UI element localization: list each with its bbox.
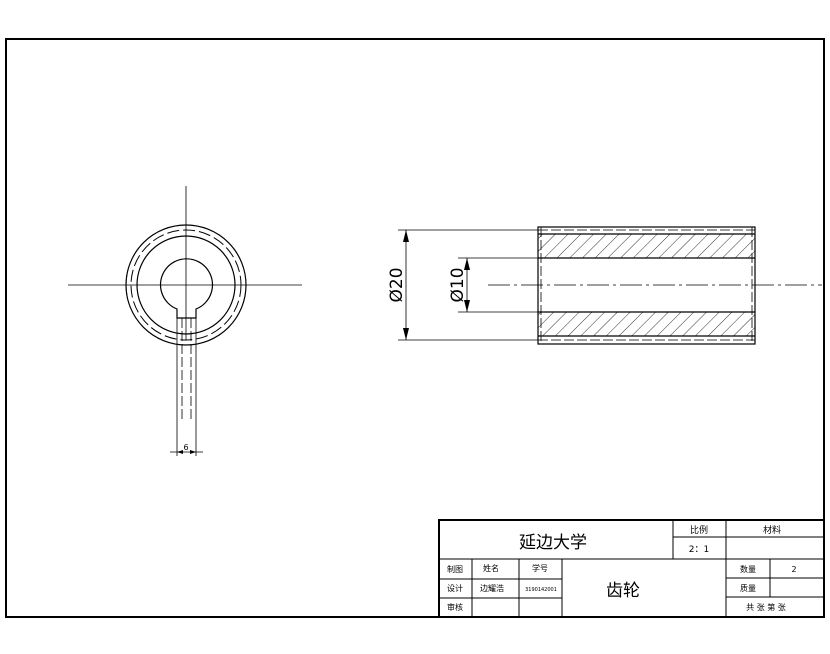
material-label: 材料 [763, 524, 781, 536]
outer-diameter-label: Ø20 [387, 267, 407, 302]
outer-circle-hidden [130, 229, 242, 341]
middle-circle [136, 235, 236, 335]
scale-label: 比例 [690, 524, 708, 536]
part-name: 齿轮 [606, 581, 640, 601]
inner-diameter-label: Ø10 [448, 267, 468, 302]
dim-arrow [177, 450, 183, 454]
outer-circle [125, 224, 247, 346]
student-id: 3190142001 [525, 587, 557, 593]
hatch-bottom [538, 312, 755, 336]
drawing-border [5, 38, 825, 618]
drawn-label: 制图 [447, 564, 463, 574]
quantity-value: 2 [791, 565, 796, 574]
quantity-label: 数量 [740, 564, 756, 574]
school-name: 延边大学 [519, 533, 587, 553]
mass-label: 质量 [740, 583, 756, 593]
side-view [398, 226, 822, 345]
section-outline [537, 226, 756, 345]
sheet-count: 共 张 第 张 [746, 602, 786, 612]
student-id-label: 学号 [532, 563, 548, 573]
front-view [68, 186, 302, 456]
dimension-arrows [403, 230, 470, 340]
hatch-top [538, 234, 755, 258]
title-block [438, 519, 825, 618]
name-label: 姓名 [483, 563, 499, 573]
bore-with-keyway [159, 258, 214, 319]
scale-value: 2：1 [689, 545, 709, 555]
designer-name: 边耀浩 [480, 583, 504, 593]
dim-arrow [190, 450, 196, 454]
review-label: 审核 [447, 602, 463, 612]
keyway-dimension-label: 6 [183, 443, 188, 452]
design-label: 设计 [447, 583, 463, 593]
